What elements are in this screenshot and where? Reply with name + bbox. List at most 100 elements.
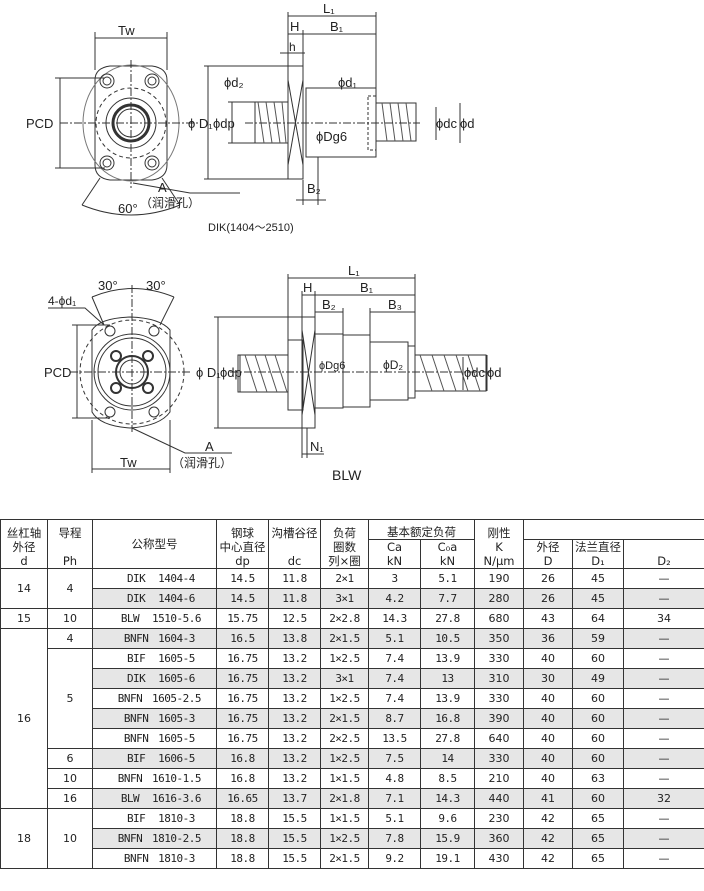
dik-front-view <box>55 32 240 216</box>
lube-a-label-bottom: A <box>205 439 214 454</box>
d2-cell: — <box>622 808 704 829</box>
ca-cell: 7.5 <box>368 748 421 769</box>
lead-cell: 10 <box>47 608 93 629</box>
flange-dia-cell: 60 <box>572 748 624 769</box>
outer-dia-cell: 40 <box>523 688 573 709</box>
c0a-cell: 14.3 <box>420 788 475 809</box>
outer-dia-cell: 40 <box>523 768 573 789</box>
stiffness-cell: 280 <box>474 588 524 609</box>
dc-cell: 13.2 <box>268 748 321 769</box>
flange-dia-cell: 63 <box>572 768 624 789</box>
ca-cell: 7.8 <box>368 828 421 849</box>
series-name: DIK <box>126 672 146 685</box>
flange-dia-cell: 60 <box>572 728 624 749</box>
c0a-cell: 13.9 <box>420 648 475 669</box>
dp-cell: 16.75 <box>216 708 269 729</box>
dp-cell: 16.75 <box>216 668 269 689</box>
dc-cell: 11.8 <box>268 568 321 589</box>
outer-dia-cell: 26 <box>523 588 573 609</box>
b2-label: B₂ <box>307 181 321 196</box>
ca-cell: 7.1 <box>368 788 421 809</box>
c0a-cell: 27.8 <box>420 728 475 749</box>
d2-cell: — <box>622 848 704 869</box>
model-cell: BNFN 1810-3 <box>92 848 217 869</box>
outer-dia-cell: 36 <box>523 628 573 649</box>
model-number: 1810-3 <box>158 852 195 865</box>
header-rated-load: 基本额定负荷 <box>368 519 475 540</box>
c0a-cell: 15.9 <box>420 828 475 849</box>
stiffness-cell: 230 <box>474 808 524 829</box>
ca-cell: 4.8 <box>368 768 421 789</box>
series-name: BLW <box>120 792 140 805</box>
stiffness-cell: 350 <box>474 628 524 649</box>
lube-hole-label-bottom: （润滑孔） <box>172 456 232 470</box>
model-number: 1810-2.5 <box>152 832 201 845</box>
outer-dia-cell: 43 <box>523 608 573 629</box>
d2-cell: — <box>622 588 704 609</box>
flange-dia-cell: 60 <box>572 708 624 729</box>
lead-cell: 10 <box>47 768 93 789</box>
b3-label-bottom: B₃ <box>388 297 402 312</box>
dg6-label: ϕDg6 <box>316 129 347 144</box>
dc-cell: 12.5 <box>268 608 321 629</box>
d2-cell: — <box>622 828 704 849</box>
dik-caption: DIK(1404～2510) <box>208 222 294 234</box>
dp-cell: 18.8 <box>216 828 269 849</box>
dg6-label-bottom: ϕDg6 <box>319 360 345 372</box>
ca-cell: 7.4 <box>368 648 421 669</box>
c0a-cell: 14 <box>420 748 475 769</box>
load-turns-cell: 3×1 <box>320 668 369 689</box>
model-number: 1605-2.5 <box>152 692 201 705</box>
c0a-cell: 13 <box>420 668 475 689</box>
dp-cell: 16.75 <box>216 688 269 709</box>
series-name: BNFN <box>123 632 149 645</box>
d2-cell: — <box>622 668 704 689</box>
stiffness-cell: 190 <box>474 568 524 589</box>
angle-label: 60° <box>118 201 138 216</box>
d2-cell: — <box>622 708 704 729</box>
ca-cell: 3 <box>368 568 421 589</box>
lead-cell: 16 <box>47 788 93 809</box>
blw-caption: BLW <box>332 467 362 483</box>
l1-label: L₁ <box>323 1 335 16</box>
shaft-dia-cell: 15 <box>0 608 48 629</box>
stiffness-cell: 680 <box>474 608 524 629</box>
d-label: ϕd <box>460 116 475 131</box>
lead-cell: 6 <box>47 748 93 769</box>
ca-cell: 8.7 <box>368 708 421 729</box>
tw-label: Tw <box>118 23 135 38</box>
model-number: 1605-3 <box>158 712 195 725</box>
load-turns-cell: 2×1.5 <box>320 708 369 729</box>
series-name: DIK <box>126 572 146 585</box>
header-d2: D₂ <box>622 539 704 569</box>
outer-dia-cell: 40 <box>523 708 573 729</box>
dc-label: ϕdc <box>436 116 458 131</box>
header-dc: 沟槽谷径 dc <box>268 519 321 569</box>
d1-label: ϕd₁ <box>338 75 358 90</box>
c0a-cell: 5.1 <box>420 568 475 589</box>
ca-cell: 13.5 <box>368 728 421 749</box>
header-lead: 导程 Ph <box>47 519 93 569</box>
load-turns-cell: 1×1.5 <box>320 808 369 829</box>
series-name: BNFN <box>123 852 149 865</box>
series-name: BNFN <box>123 732 149 745</box>
dp-cell: 16.75 <box>216 728 269 749</box>
c0a-cell: 8.5 <box>420 768 475 789</box>
ca-cell: 7.4 <box>368 688 421 709</box>
dik-side-view <box>204 12 461 205</box>
d2-label: ϕd₂ <box>224 75 244 90</box>
flange-dia-cell: 59 <box>572 628 624 649</box>
